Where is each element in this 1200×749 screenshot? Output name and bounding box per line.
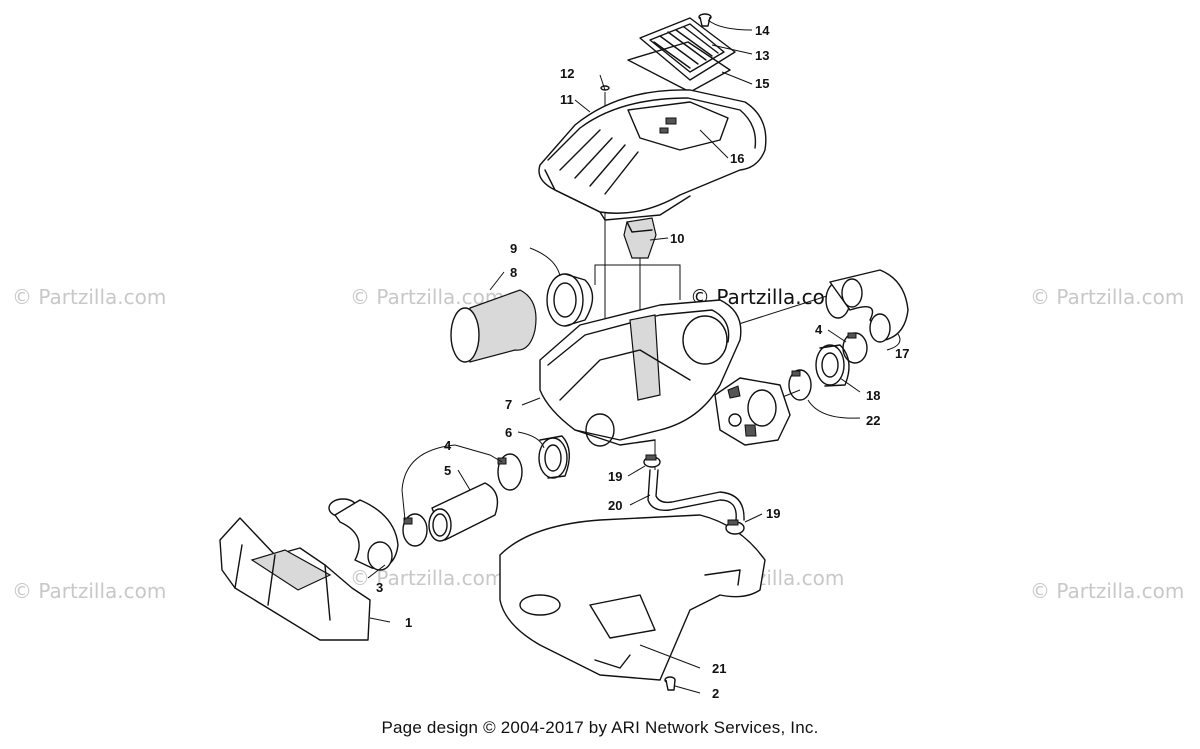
page-footer: Page design © 2004-2017 by ARI Network S…	[381, 718, 819, 737]
callout-18: 18	[866, 388, 880, 403]
part-3-elbow	[328, 498, 399, 571]
part-22-clamp	[788, 369, 812, 401]
part-4-clamp-left	[497, 453, 523, 491]
part-17-elbow-boot	[825, 269, 909, 343]
watermark: © Partzilla.com	[12, 285, 166, 309]
callout-21: 21	[712, 661, 726, 676]
part-1-inlet-duct	[219, 517, 371, 641]
callout-10: 10	[670, 231, 684, 246]
leader-lines	[367, 19, 901, 694]
throttle-body	[714, 377, 791, 446]
callout-8: 8	[510, 265, 517, 280]
callout-4-left: 4	[444, 438, 452, 453]
callout-1: 1	[405, 615, 412, 630]
callout-labels: 14 13 15 12 11 16 10 9 8 7 6 4 5 3 1 19 …	[376, 23, 909, 701]
callout-9: 9	[510, 241, 517, 256]
part-18-coupler	[815, 344, 850, 387]
callout-17: 17	[895, 346, 909, 361]
callout-14: 14	[755, 23, 770, 38]
callout-22: 22	[866, 413, 880, 428]
part-13-lid-cover	[639, 17, 736, 81]
callout-20: 20	[608, 498, 622, 513]
part-14-knob	[698, 13, 712, 27]
part-10-element	[623, 217, 657, 259]
part-21-belly-pan	[499, 514, 766, 681]
watermark: © Partzilla.com	[12, 579, 166, 603]
callout-16: 16	[730, 151, 744, 166]
watermark: © Partzilla.com	[1030, 579, 1184, 603]
part-20-drain-hose	[647, 469, 737, 521]
callout-15: 15	[755, 76, 769, 91]
callout-4-right: 4	[815, 322, 823, 337]
callout-5: 5	[444, 463, 451, 478]
part-4-clamp-lower	[402, 513, 428, 547]
callout-12: 12	[560, 66, 574, 81]
part-7-airbox-lower	[539, 299, 742, 447]
callout-13: 13	[755, 48, 769, 63]
callout-3: 3	[376, 580, 383, 595]
callout-2: 2	[712, 686, 719, 701]
callout-19-lower: 19	[766, 506, 780, 521]
part-15-gasket	[627, 41, 731, 93]
part-4-clamp-right	[842, 332, 868, 364]
part-8-foam-filter	[450, 289, 537, 363]
callout-7: 7	[505, 397, 512, 412]
watermark: © Partzilla.com	[1030, 285, 1184, 309]
part-20-drain-hose-inner	[655, 469, 745, 521]
part-6-boot	[538, 435, 570, 479]
part-9-coupler	[546, 273, 594, 327]
callout-11: 11	[560, 92, 574, 107]
part-19-clamp-upper	[643, 454, 661, 468]
callout-6: 6	[505, 425, 512, 440]
part-19-clamp-lower	[725, 519, 745, 535]
callout-19-upper: 19	[608, 469, 622, 484]
part-5-tube	[428, 482, 499, 542]
watermark: © Partzilla.com	[350, 566, 504, 590]
part-11-airbox-top	[538, 89, 767, 221]
part-2-fastener	[664, 676, 676, 691]
